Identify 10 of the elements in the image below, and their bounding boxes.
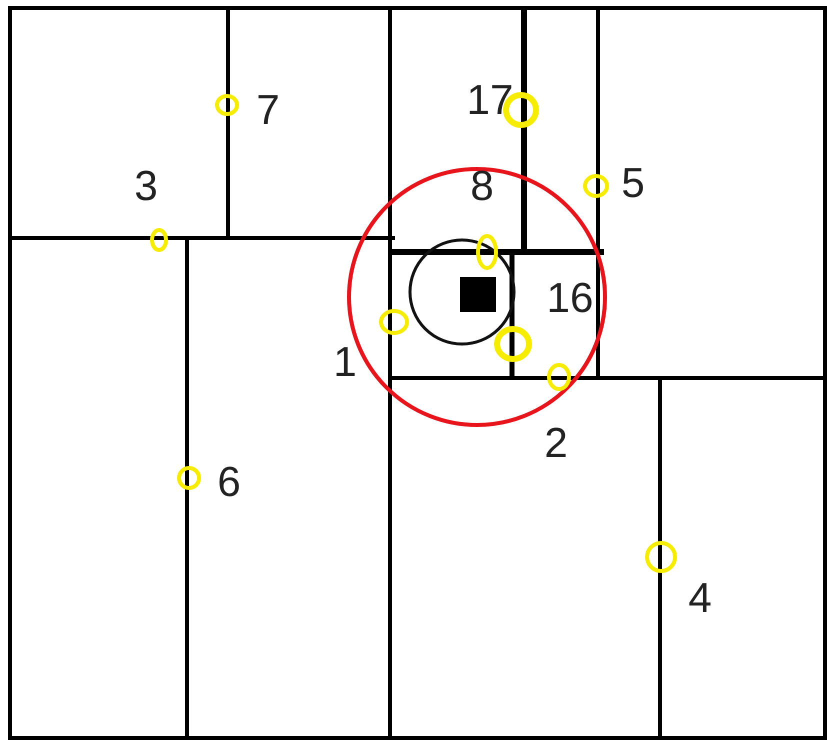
callout-number: 1 xyxy=(333,341,357,383)
callout-number: 5 xyxy=(621,162,645,204)
callout-number: 8 xyxy=(470,165,494,207)
callout-number: 4 xyxy=(688,577,712,619)
callout-number: 3 xyxy=(134,165,158,207)
callout-number: 17 xyxy=(466,79,514,121)
callout-number: 16 xyxy=(546,277,594,319)
callout-number: 6 xyxy=(217,461,241,503)
callout-number: 7 xyxy=(256,89,280,131)
callout-number: 2 xyxy=(544,422,568,464)
